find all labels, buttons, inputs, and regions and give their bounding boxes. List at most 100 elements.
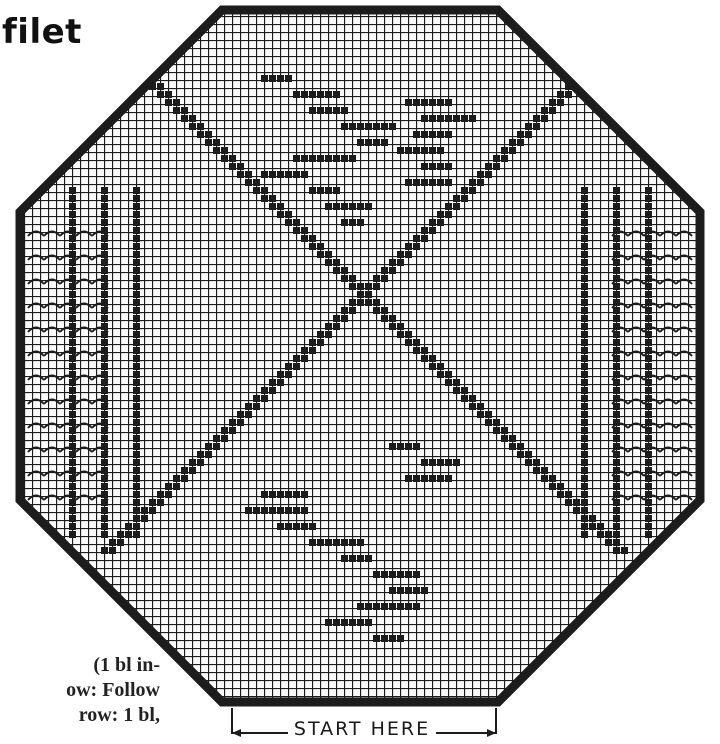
motif-block (301, 491, 308, 498)
diagonal-block (341, 315, 348, 322)
diagonal-block (277, 371, 284, 378)
diagonal-block (325, 331, 332, 338)
diagonal-block (173, 475, 180, 482)
stripe-block (581, 219, 588, 226)
diagonal-block (581, 75, 588, 82)
motif-block (405, 179, 412, 186)
motif-block (325, 187, 332, 194)
stripe-block (133, 499, 140, 506)
stripe-block (133, 491, 140, 498)
diagonal-block (205, 443, 212, 450)
motif-block (341, 219, 348, 226)
diagonal-block (229, 155, 236, 162)
stripe-block (581, 307, 588, 314)
diagonal-block (501, 435, 508, 442)
diagonal-block (373, 275, 380, 282)
motif-block (437, 147, 444, 154)
stripe-block (581, 339, 588, 346)
stripe-block (133, 435, 140, 442)
stripe-block (645, 259, 652, 266)
motif-block (357, 123, 364, 130)
motif-block (285, 491, 292, 498)
diagonal-block (317, 331, 324, 338)
stripe-block (581, 243, 588, 250)
stripe-block (69, 211, 76, 218)
motif-block (413, 475, 420, 482)
motif-block (365, 139, 372, 146)
stripe-block (69, 483, 76, 490)
stripe-block (581, 203, 588, 210)
stripe-block (613, 379, 620, 386)
motif-block (277, 523, 284, 530)
stripe-block (133, 379, 140, 386)
stripe-block (101, 243, 108, 250)
motif-block (413, 179, 420, 186)
motif-block (461, 115, 468, 122)
diagonal-block (461, 195, 468, 202)
diagonal-block (589, 523, 596, 530)
stripe-block (133, 347, 140, 354)
diagonal-block (117, 539, 124, 546)
stripe-block (133, 363, 140, 370)
stripe-block (581, 443, 588, 450)
diagonal-block (445, 203, 452, 210)
diagonal-block (541, 115, 548, 122)
diagonal-block (189, 459, 196, 466)
stripe-block (69, 515, 76, 522)
motif-block (317, 155, 324, 162)
stripe-block (69, 219, 76, 226)
motif-block (261, 491, 268, 498)
stripe-block (581, 523, 588, 530)
stripe-block (69, 315, 76, 322)
diagonal-block (413, 235, 420, 242)
diagonal-block (557, 483, 564, 490)
diagonal-block (333, 267, 340, 274)
motif-block (309, 155, 316, 162)
stripe-block (581, 427, 588, 434)
diagonal-block (501, 147, 508, 154)
stripe-block (101, 315, 108, 322)
motif-block (349, 123, 356, 130)
diagonal-block (381, 267, 388, 274)
diagonal-block (397, 323, 404, 330)
motif-block (397, 635, 404, 642)
diagonal-block (541, 475, 548, 482)
motif-block (445, 131, 452, 138)
diagonal-block (245, 403, 252, 410)
stripe-block (581, 299, 588, 306)
stripe-block (101, 387, 108, 394)
motif-block (309, 107, 316, 114)
motif-block (325, 203, 332, 210)
stripe-block (613, 235, 620, 242)
diagonal-block (389, 323, 396, 330)
stripe-block (645, 387, 652, 394)
motif-block (421, 459, 428, 466)
diagonal-block (533, 123, 540, 130)
motif-block (373, 635, 380, 642)
diagonal-block (285, 219, 292, 226)
diagonal-block (341, 307, 348, 314)
diagonal-block (469, 179, 476, 186)
diagonal-block (285, 371, 292, 378)
motif-block (445, 163, 452, 170)
diagonal-block (493, 155, 500, 162)
stripe-block (581, 211, 588, 218)
diagonal-block (365, 283, 372, 290)
motif-block (437, 459, 444, 466)
motif-block (405, 475, 412, 482)
diagonal-block (293, 227, 300, 234)
motif-block (341, 539, 348, 546)
diagonal-block (349, 299, 356, 306)
motif-block (429, 115, 436, 122)
diagonal-block (157, 499, 164, 506)
diagonal-block (469, 187, 476, 194)
diagonal-block (373, 307, 380, 314)
stripe-block (581, 259, 588, 266)
motif-block (325, 91, 332, 98)
motif-block (269, 507, 276, 514)
diagonal-block (517, 131, 524, 138)
motif-block (413, 147, 420, 154)
stripe-block (133, 219, 140, 226)
stripe-block (613, 499, 620, 506)
stripe-block (645, 515, 652, 522)
